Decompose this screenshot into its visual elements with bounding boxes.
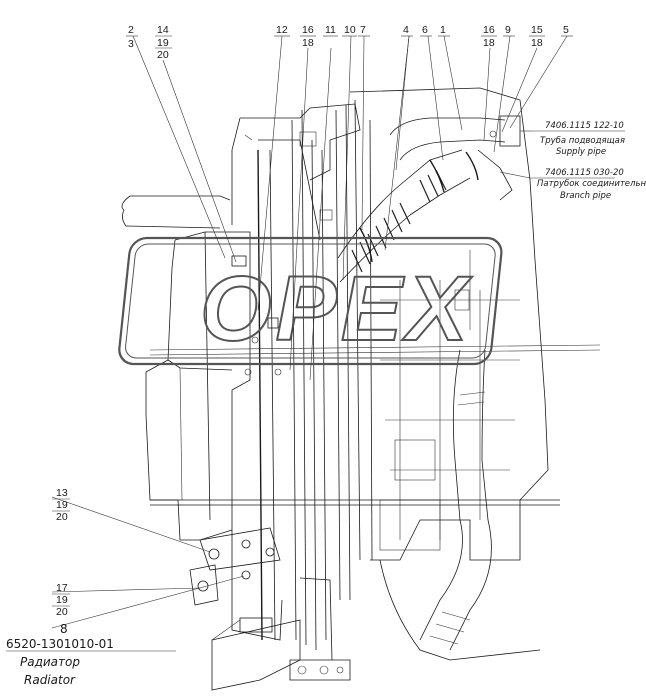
svg-text:Патрубок соединительный: Патрубок соединительный: [537, 179, 646, 189]
svg-text:Труба подводящая: Труба подводящая: [540, 136, 625, 146]
callout-7: 7: [360, 24, 366, 36]
svg-text:7406.1115 122-10: 7406.1115 122-10: [545, 121, 624, 131]
svg-text:OPEX: OPEX: [200, 258, 472, 360]
callout-6: 6: [422, 24, 428, 36]
svg-text:Supply pipe: Supply pipe: [556, 147, 606, 157]
svg-text:Радиатор: Радиатор: [20, 655, 80, 669]
callout-9: 9: [505, 24, 511, 36]
svg-text:Radiator: Radiator: [24, 673, 76, 687]
svg-text:Branch pipe: Branch pipe: [560, 191, 611, 201]
callout-5: 5: [563, 24, 569, 36]
callout-4: 4: [403, 24, 409, 36]
callout-16b: 16: [483, 24, 495, 36]
callout-18b: 18: [483, 37, 495, 49]
callout-20-left-b: 20: [56, 606, 68, 618]
callout-12: 12: [276, 24, 288, 36]
svg-text:6520-1301010-01: 6520-1301010-01: [6, 637, 114, 651]
callout-18c: 18: [531, 37, 543, 49]
callout-3: 3: [128, 38, 134, 50]
callout-15: 15: [531, 24, 543, 36]
callout-19-left: 19: [56, 499, 68, 511]
callout-13: 13: [56, 487, 68, 499]
radiator-caption: 6520-1301010-01 Радиатор Radiator: [6, 637, 176, 687]
callout-18: 18: [302, 37, 314, 49]
callout-19-left-b: 19: [56, 594, 68, 606]
supply-pipe-caption: 7406.1115 122-10 Труба подводящая Supply…: [540, 121, 625, 157]
callout-11: 11: [325, 24, 336, 36]
branch-pipe-caption: 7406.1115 030-20 Патрубок соединительный…: [537, 168, 646, 201]
drawing-linework: [121, 87, 601, 691]
callout-20: 20: [157, 49, 169, 61]
opex-watermark: OPEX: [118, 236, 503, 366]
callout-labels-left: 13 19 20 17 19 20 8: [52, 487, 70, 636]
callout-8: 8: [60, 622, 68, 636]
callout-19: 19: [157, 37, 169, 49]
callout-14: 14: [157, 24, 169, 36]
callout-20-left: 20: [56, 511, 68, 523]
callout-1: 1: [440, 24, 446, 36]
callout-10: 10: [344, 24, 356, 36]
callout-2: 2: [128, 24, 134, 36]
svg-text:7406.1115 030-20: 7406.1115 030-20: [545, 168, 624, 178]
callout-labels-top: 2 3 14 19 20 12 16 18 11 10 7 4 6 1 16 1…: [126, 24, 573, 61]
callout-16: 16: [302, 24, 314, 36]
callout-17: 17: [56, 582, 68, 594]
leader-lines: [51, 35, 625, 629]
